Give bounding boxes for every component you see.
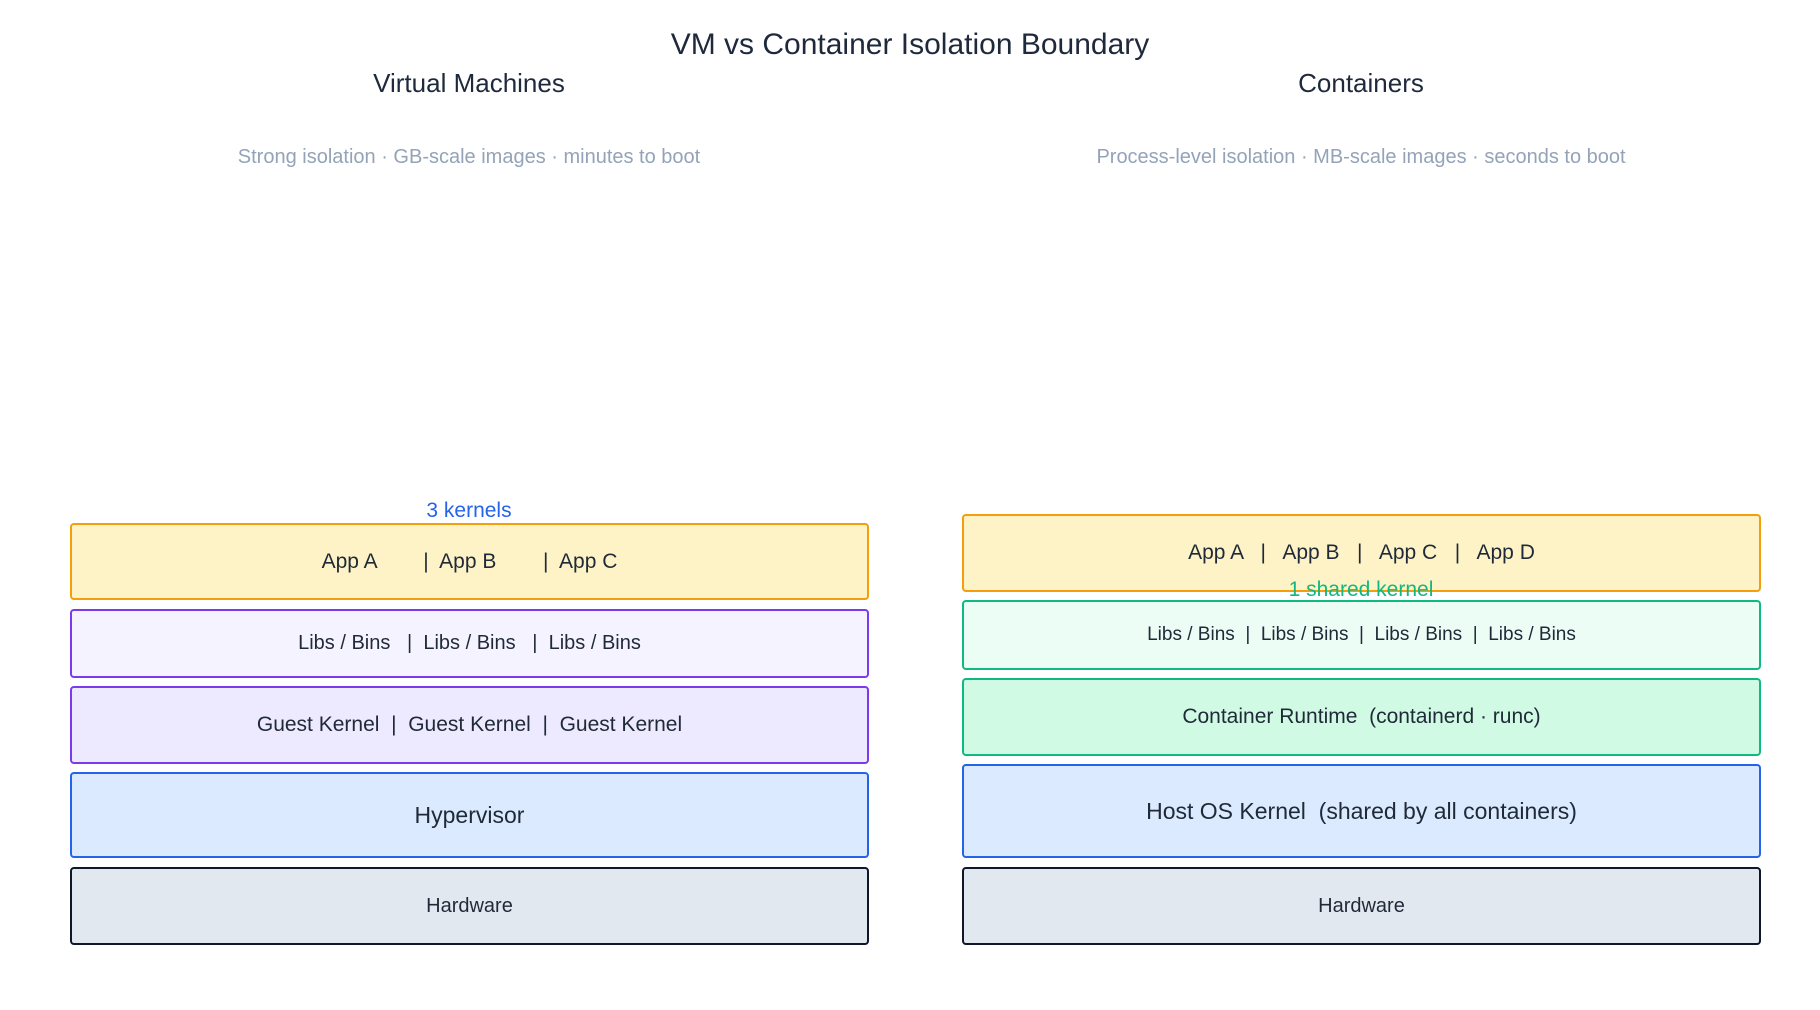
containers-libs-label: Libs / Bins | Libs / Bins | Libs / Bins … bbox=[1147, 624, 1576, 645]
containers-hardware-label: Hardware bbox=[1318, 894, 1405, 917]
diagram-title: VM vs Container Isolation Boundary bbox=[670, 28, 1150, 61]
containers-shared-kernel-annotation: 1 shared kernel bbox=[1288, 578, 1434, 601]
vm-subtitle: Strong isolation · GB-scale images · min… bbox=[237, 146, 701, 168]
host-os-kernel-layer: Host OS Kernel (shared by all containers… bbox=[962, 764, 1761, 858]
containers-apps-layer: App A | App B | App C | App D bbox=[962, 514, 1761, 592]
vm-apps-layer: App A | App B | App C bbox=[70, 523, 869, 600]
container-runtime-label: Container Runtime (containerd · runc) bbox=[1182, 705, 1541, 728]
vm-hypervisor-layer: Hypervisor bbox=[70, 772, 869, 858]
containers-hardware-layer: Hardware bbox=[962, 867, 1761, 945]
host-os-kernel-label: Host OS Kernel (shared by all containers… bbox=[1146, 797, 1577, 824]
vm-libs-label: Libs / Bins | Libs / Bins | Libs / Bins bbox=[298, 632, 641, 654]
vm-hypervisor-label: Hypervisor bbox=[414, 801, 525, 828]
vm-guest-kernel-label: Guest Kernel | Guest Kernel | Guest Kern… bbox=[256, 713, 683, 736]
vm-hardware-layer: Hardware bbox=[70, 867, 869, 945]
vm-guest-kernel-layer: Guest Kernel | Guest Kernel | Guest Kern… bbox=[70, 686, 869, 764]
vm-apps-label: App A | App B | App C bbox=[321, 549, 618, 573]
vm-heading: Virtual Machines bbox=[373, 68, 565, 98]
vm-libs-layer: Libs / Bins | Libs / Bins | Libs / Bins bbox=[70, 609, 869, 678]
container-runtime-layer: Container Runtime (containerd · runc) bbox=[962, 678, 1761, 756]
vm-hardware-label: Hardware bbox=[426, 894, 513, 917]
vm-kernel-count-annotation: 3 kernels bbox=[426, 499, 512, 522]
containers-libs-layer: Libs / Bins | Libs / Bins | Libs / Bins … bbox=[962, 600, 1761, 670]
containers-heading: Containers bbox=[1298, 68, 1424, 98]
containers-apps-label: App A | App B | App C | App D bbox=[1188, 541, 1535, 564]
containers-subtitle: Process-level isolation · MB-scale image… bbox=[1096, 146, 1626, 168]
